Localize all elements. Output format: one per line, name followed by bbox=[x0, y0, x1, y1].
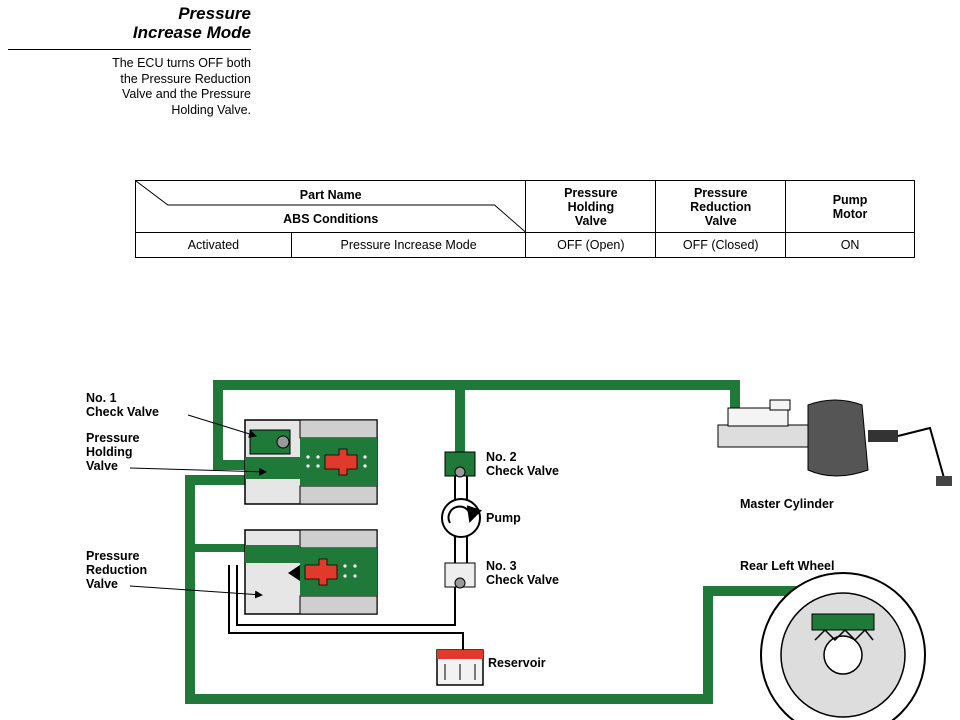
label-reduction-valve-line-2: Reduction bbox=[86, 563, 147, 577]
part-name-label: Part Name bbox=[299, 188, 362, 202]
cell-reduction-state: OFF (Closed) bbox=[655, 232, 787, 258]
holding-valve-assembly bbox=[244, 419, 378, 505]
label-check-valve-3-line-1: No. 3 bbox=[486, 559, 517, 573]
header-holding-line-3: Valve bbox=[574, 213, 607, 228]
no3-check-valve bbox=[444, 562, 476, 589]
abs-conditions-table: Part Name ABS Conditions Pressure Holdin… bbox=[134, 180, 915, 258]
header-holding-line-1: Pressure bbox=[564, 185, 618, 200]
cell-pump-state: ON bbox=[785, 232, 915, 258]
cell-activated: Activated bbox=[135, 232, 292, 258]
label-reduction-valve-line-1: Pressure bbox=[86, 549, 140, 563]
no2-check-valve bbox=[444, 451, 476, 478]
header-holding-valve: Pressure Holding Valve bbox=[525, 180, 657, 233]
label-check-valve-2-line-2: Check Valve bbox=[486, 464, 559, 478]
label-reservoir: Reservoir bbox=[488, 656, 546, 670]
description-line-3: Valve and the Pressure bbox=[121, 87, 251, 101]
header-pump-motor: Pump Motor bbox=[785, 180, 915, 233]
table-row: Activated Pressure Increase Mode OFF (Op… bbox=[135, 232, 915, 258]
header-holding-line-2: Holding bbox=[567, 199, 615, 214]
page-heading: Pressure Increase Mode bbox=[0, 4, 251, 42]
heading-line-2: Increase Mode bbox=[132, 23, 251, 42]
header-reduction-line-2: Reduction bbox=[690, 199, 752, 214]
label-check-valve-1-line-2: Check Valve bbox=[86, 405, 159, 419]
reduction-valve-assembly bbox=[244, 529, 378, 615]
label-check-valve-2-line-1: No. 2 bbox=[486, 450, 517, 464]
cell-holding-state: OFF (Open) bbox=[525, 232, 657, 258]
abs-conditions-label: ABS Conditions bbox=[283, 212, 379, 226]
label-check-valve-3-line-2: Check Valve bbox=[486, 573, 559, 587]
diagonal-split bbox=[136, 181, 526, 232]
cell-mode: Pressure Increase Mode bbox=[290, 232, 527, 258]
table-header-row: Part Name ABS Conditions Pressure Holdin… bbox=[134, 180, 915, 233]
heading-line-1: Pressure bbox=[178, 4, 251, 23]
header-reduction-line-3: Valve bbox=[704, 213, 737, 228]
label-reduction-valve-line-3: Valve bbox=[86, 577, 118, 591]
description-line-2: the Pressure Reduction bbox=[120, 71, 251, 86]
label-holding-valve-line-1: Pressure bbox=[86, 431, 140, 445]
label-pump: Pump bbox=[486, 511, 521, 525]
master-cylinder bbox=[717, 399, 952, 486]
header-pump-line-2: Motor bbox=[832, 206, 868, 221]
header-reduction-valve: Pressure Reduction Valve bbox=[655, 180, 787, 233]
pump bbox=[441, 498, 482, 538]
label-holding-valve-line-2: Holding bbox=[86, 445, 133, 459]
header-reduction-line-1: Pressure bbox=[693, 185, 748, 200]
part-name-abs-cell: Part Name ABS Conditions bbox=[134, 180, 527, 233]
label-check-valve-1-line-1: No. 1 bbox=[86, 391, 117, 405]
label-rear-left-wheel: Rear Left Wheel bbox=[740, 559, 834, 573]
heading-divider bbox=[8, 49, 251, 50]
mode-description: The ECU turns OFF both the Pressure Redu… bbox=[20, 56, 251, 118]
label-holding-valve-line-3: Valve bbox=[86, 459, 118, 473]
label-master-cylinder: Master Cylinder bbox=[740, 497, 834, 511]
rear-left-wheel-brake bbox=[760, 572, 926, 720]
reservoir bbox=[436, 649, 484, 686]
description-line-4: Holding Valve. bbox=[171, 102, 251, 117]
description-line-1: The ECU turns OFF both bbox=[112, 56, 251, 70]
header-pump-line-1: Pump bbox=[832, 192, 868, 207]
leader-lines bbox=[129, 414, 267, 599]
